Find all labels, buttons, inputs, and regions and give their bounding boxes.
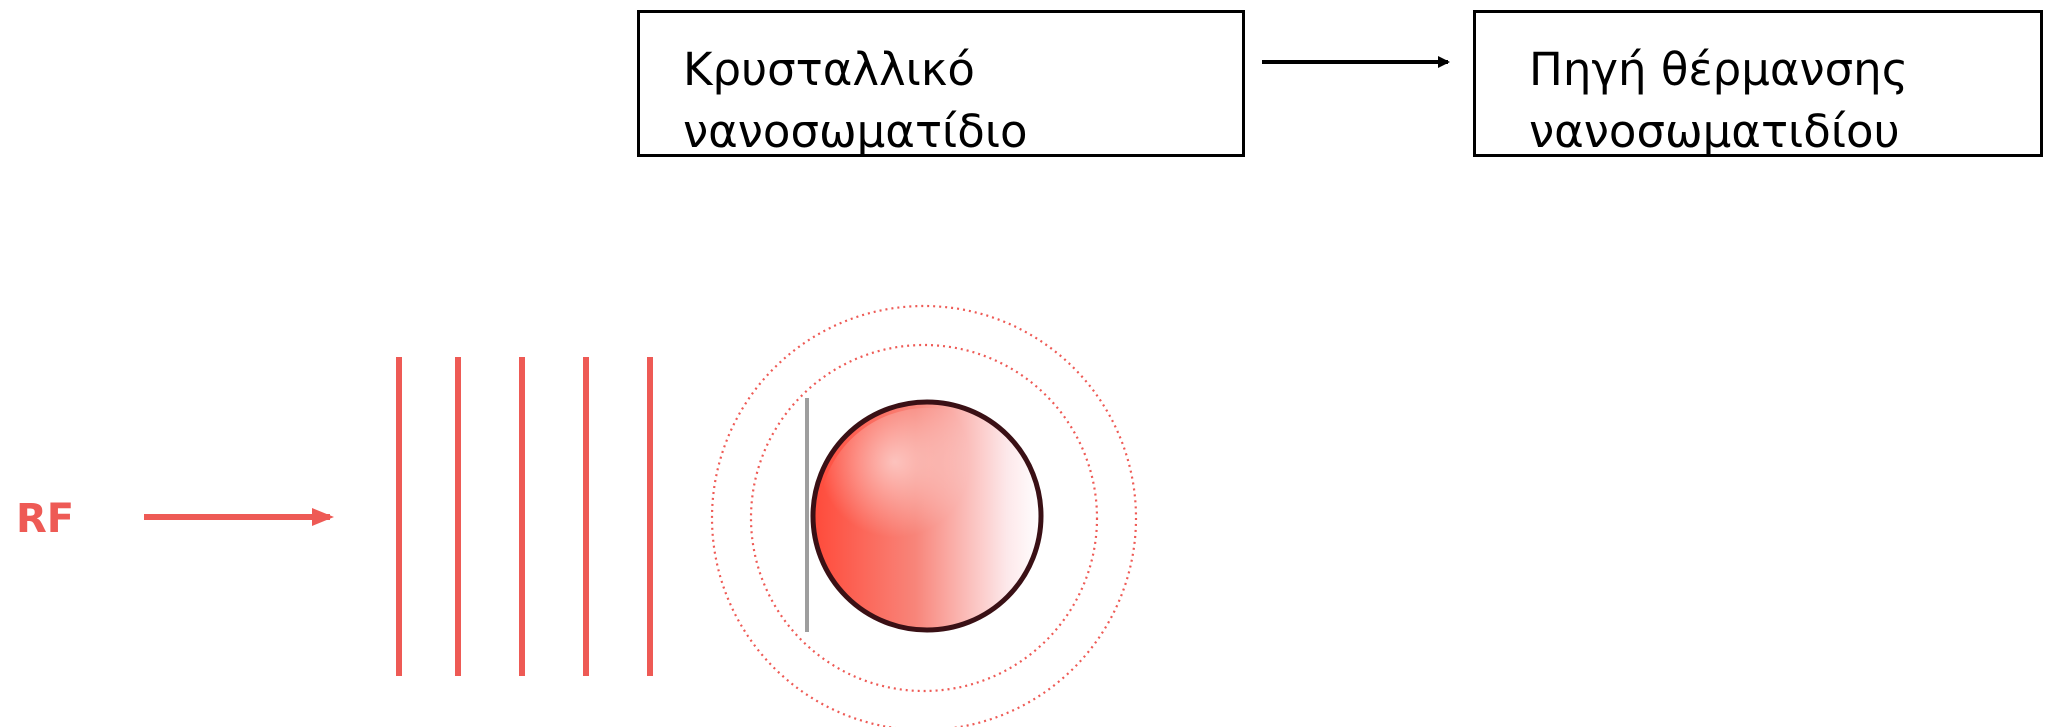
nanoparticle-sphere-icon	[805, 398, 1044, 633]
heat-halo-icon	[710, 304, 1138, 727]
heat-source-label: Πηγή θέρμανσης νανοσωματιδίου	[1529, 43, 1909, 158]
crystalline-nanoparticle-box: Κρυσταλλικό νανοσωματίδιο	[637, 10, 1245, 158]
rf-wave-lines-icon	[396, 357, 653, 676]
heat-source-box: Πηγή θέρμανσης νανοσωματιδίου	[1473, 10, 2043, 158]
rf-label: RF	[16, 496, 75, 542]
crystalline-nanoparticle-label: Κρυσταλλικό νανοσωματίδιο	[683, 43, 1028, 158]
